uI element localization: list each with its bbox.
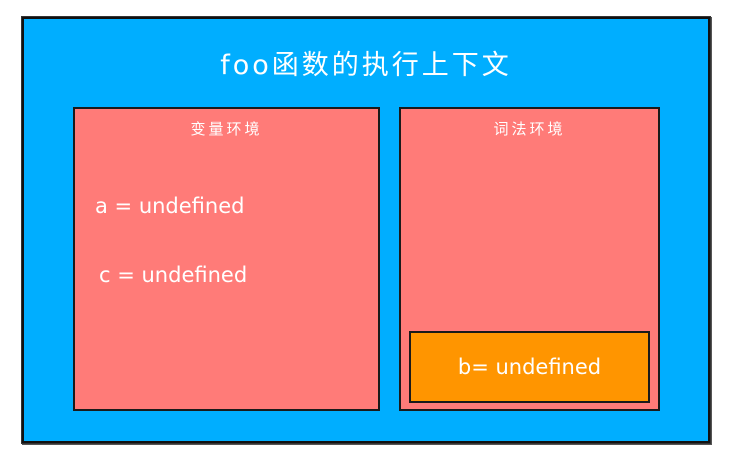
execution-context-title: foo函数的执行上下文 bbox=[220, 50, 512, 81]
lexical-environment-title: 词法环境 bbox=[493, 120, 566, 138]
lexical-binding-b: b= undefined bbox=[457, 355, 602, 379]
lexical-environment-box: 词法环境 b= undefined bbox=[399, 107, 660, 411]
variable-binding-a: a = undefined bbox=[95, 194, 245, 218]
variable-environment-box: 变量环境 a = undefined c = undefined bbox=[73, 107, 380, 411]
execution-context-box: foo函数的执行上下文 变量环境 a = undefined c = undef… bbox=[22, 17, 710, 443]
variable-binding-c: c = undefined bbox=[99, 263, 248, 287]
variable-environment-title: 变量环境 bbox=[190, 120, 263, 138]
lexical-block-box: b= undefined bbox=[409, 331, 650, 403]
